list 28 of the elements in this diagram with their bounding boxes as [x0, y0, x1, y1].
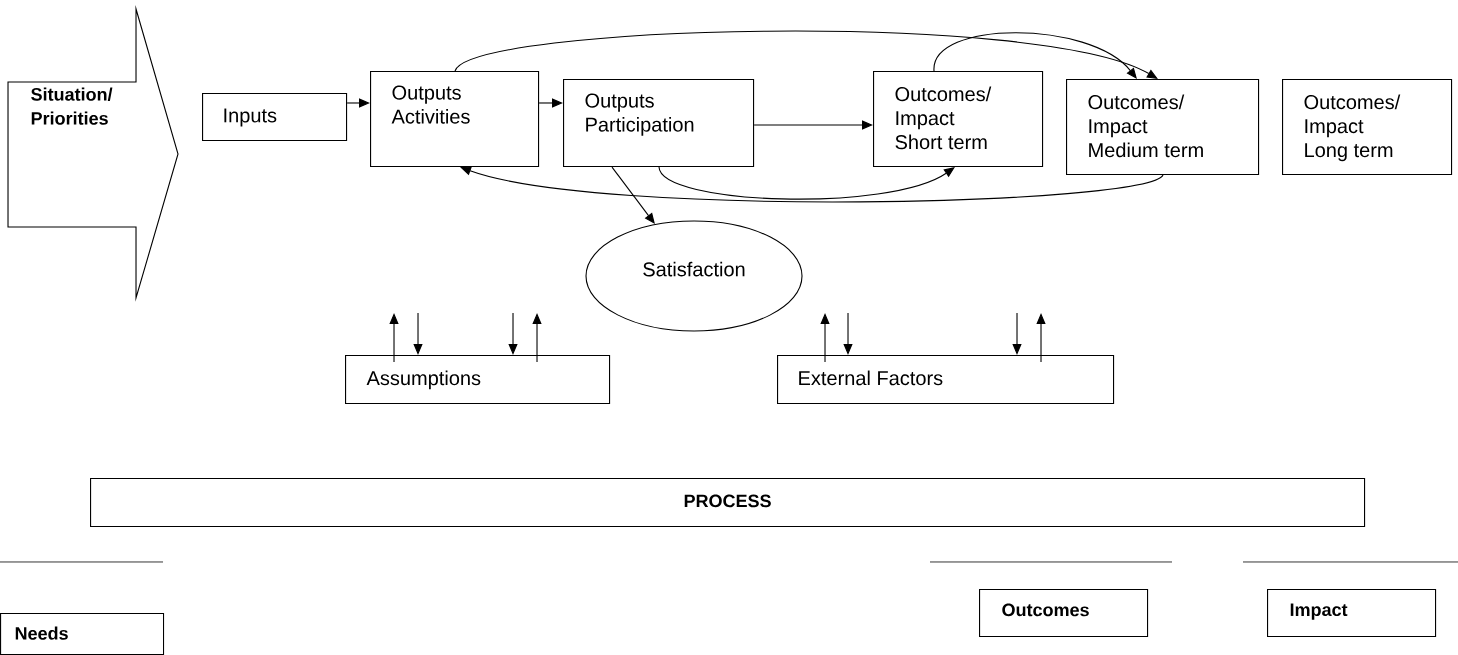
label-box: Needs [0, 613, 165, 655]
arrow [454, 30, 1158, 79]
process-box: Outputs Activities [370, 71, 540, 168]
arrow [658, 166, 955, 200]
arrow [933, 32, 1137, 79]
factor-box: External Factors [777, 355, 1115, 405]
factor-box: Assumptions [345, 355, 611, 405]
ellipse-node: Satisfaction [585, 220, 803, 332]
arrow [1012, 312, 1022, 355]
label-box: Outcomes [979, 589, 1149, 638]
process-box: Outcomes/ Impact Medium term [1066, 79, 1260, 176]
arrow [532, 313, 542, 363]
process-box: Outcomes/ Impact Short term [873, 71, 1044, 168]
arrow [1036, 313, 1046, 363]
arrow [820, 313, 830, 363]
arrow [460, 166, 1164, 203]
arrow [413, 312, 423, 355]
arrow [843, 312, 853, 355]
label-box: Impact [1267, 589, 1437, 638]
process-box: Outcomes/ Impact Long term [1282, 79, 1453, 176]
process-box: Inputs [202, 93, 348, 142]
arrow [538, 98, 563, 108]
arrow [389, 313, 399, 363]
process-band: PROCESS [90, 478, 1366, 528]
arrow [346, 98, 370, 108]
arrow [508, 312, 518, 355]
arrow [753, 120, 873, 130]
process-box: Outputs Participation [563, 79, 755, 168]
